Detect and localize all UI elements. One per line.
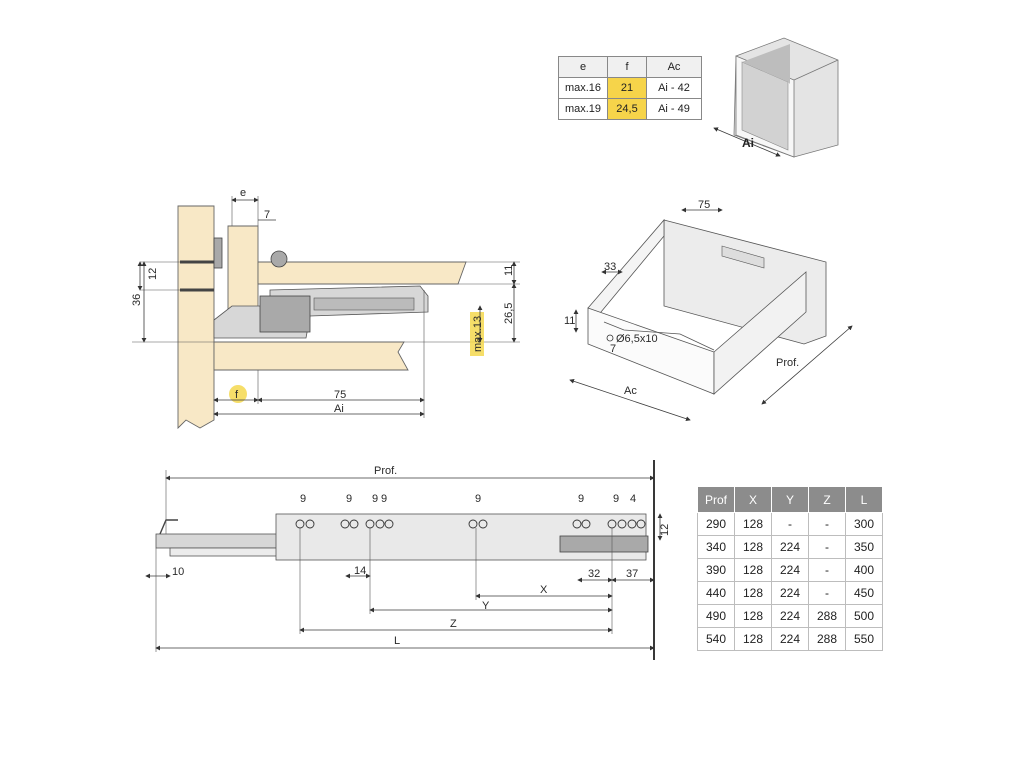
table-cell: 290 xyxy=(697,512,735,536)
table-cell: 440 xyxy=(697,581,735,605)
cabinet-iso: Ai xyxy=(713,37,839,158)
table-cell: - xyxy=(808,558,846,582)
table-cell: 390 xyxy=(697,558,735,582)
table-cell: 300 xyxy=(845,512,883,536)
table-row: 290 128 - - 300 xyxy=(697,512,883,536)
dim-36: 36 xyxy=(131,294,143,306)
table-header-cell: f xyxy=(607,56,647,78)
dim-11: 11 xyxy=(503,265,515,276)
rail-dim-14: 14 xyxy=(354,565,366,577)
table-cell: 224 xyxy=(771,535,809,559)
table-cell: 224 xyxy=(771,604,809,628)
table-cell: 128 xyxy=(734,581,772,605)
table-cell: - xyxy=(808,581,846,605)
rail-view: Prof. 9 9 9 9 9 9 9 4 12 10 xyxy=(145,460,671,660)
iso-dim-ac: Ac xyxy=(624,385,637,397)
table-cell: 128 xyxy=(734,512,772,536)
rail-dim-32: 32 xyxy=(588,568,600,580)
dimensions-table: Prof X Y Z L 290 128 - - 300 340 128 224… xyxy=(697,486,883,651)
table-row: 490 128 224 288 500 xyxy=(697,604,883,628)
table-cell: max.16 xyxy=(558,77,608,99)
table-header-cell: Z xyxy=(808,486,846,513)
table-cell: 340 xyxy=(697,535,735,559)
rail-dim-9e: 9 xyxy=(475,493,481,505)
table-cell: 128 xyxy=(734,627,772,651)
rail-dim-10: 10 xyxy=(172,566,184,578)
cabinet-ai-label: Ai xyxy=(742,136,754,150)
table-row: 440 128 224 - 450 xyxy=(697,581,883,605)
table-cell-highlight: 24,5 xyxy=(607,98,647,120)
rail-dim-y: Y xyxy=(482,600,490,612)
table-cell: 400 xyxy=(845,558,883,582)
rail-dim-9d: 9 xyxy=(381,493,387,505)
rail-dim-z: Z xyxy=(450,618,457,630)
section-view: e 7 12 36 11 26,5 max.13 f 75 Ai xyxy=(131,187,520,430)
iso-dim-7: 7 xyxy=(610,343,616,355)
table-header-cell: Prof xyxy=(697,486,735,513)
table-cell: 288 xyxy=(808,627,846,651)
table-header-cell: Ac xyxy=(646,56,702,78)
rail-dim-x: X xyxy=(540,584,548,596)
table-header-cell: e xyxy=(558,56,608,78)
rail-dim-9c: 9 xyxy=(372,493,378,505)
rail-dim-12: 12 xyxy=(659,524,671,536)
table-cell: 540 xyxy=(697,627,735,651)
table-cell: 550 xyxy=(845,627,883,651)
thickness-table: e f Ac max.16 21 Ai - 42 max.19 24,5 Ai … xyxy=(558,56,702,120)
table-cell: max.19 xyxy=(558,98,608,120)
rail-dim-37: 37 xyxy=(626,568,638,580)
table-header-cell: L xyxy=(845,486,883,513)
dim-75: 75 xyxy=(334,389,346,401)
table-row: 540 128 224 288 550 xyxy=(697,627,883,651)
rail-dim-l: L xyxy=(394,635,400,647)
table-cell-highlight: 21 xyxy=(607,77,647,99)
table-cell: 224 xyxy=(771,581,809,605)
rail-dim-prof: Prof. xyxy=(374,465,397,477)
iso-dim-prof: Prof. xyxy=(776,357,799,369)
dim-max13: max.13 xyxy=(472,316,484,352)
table-cell: 490 xyxy=(697,604,735,628)
table-row: 390 128 224 - 400 xyxy=(697,558,883,582)
table-row: max.19 24,5 Ai - 49 xyxy=(558,98,702,120)
table-cell: - xyxy=(771,512,809,536)
table-cell: Ai - 42 xyxy=(646,77,702,99)
dim-f: f xyxy=(235,389,239,401)
dim-12: 12 xyxy=(147,268,159,280)
table-header: e f Ac xyxy=(558,56,702,78)
rail-dim-9b: 9 xyxy=(346,493,352,505)
table-cell: 450 xyxy=(845,581,883,605)
iso-dim-11: 11 xyxy=(564,315,575,327)
table-cell: - xyxy=(808,512,846,536)
table-cell: 128 xyxy=(734,535,772,559)
table-cell: 224 xyxy=(771,558,809,582)
table-cell: 288 xyxy=(808,604,846,628)
table-row: max.16 21 Ai - 42 xyxy=(558,77,702,99)
table-cell: 128 xyxy=(734,558,772,582)
table-cell: 224 xyxy=(771,627,809,651)
dim-26-5: 26,5 xyxy=(503,303,515,324)
table-cell: 128 xyxy=(734,604,772,628)
iso-dim-33: 33 xyxy=(604,261,616,273)
table-cell: 500 xyxy=(845,604,883,628)
rail-dim-9f: 9 xyxy=(578,493,584,505)
iso-dim-75: 75 xyxy=(698,199,710,211)
rail-dim-9a: 9 xyxy=(300,493,306,505)
table-cell: Ai - 49 xyxy=(646,98,702,120)
dim-e: e xyxy=(240,187,246,199)
table-cell: - xyxy=(808,535,846,559)
table-cell: 350 xyxy=(845,535,883,559)
rail-dim-9g: 9 xyxy=(613,493,619,505)
table-header-cell: Y xyxy=(771,486,809,513)
iso-hole-label: Ø6,5x10 xyxy=(616,333,658,345)
rail-dim-4: 4 xyxy=(630,493,636,505)
table-header: Prof X Y Z L xyxy=(697,486,883,513)
dim-ai: Ai xyxy=(334,403,344,415)
table-row: 340 128 224 - 350 xyxy=(697,535,883,559)
dim-7: 7 xyxy=(264,209,270,221)
table-header-cell: X xyxy=(734,486,772,513)
drawer-iso: 75 33 11 Ø6,5x10 7 Ac Prof. xyxy=(564,199,853,422)
screw-icon xyxy=(180,237,223,292)
